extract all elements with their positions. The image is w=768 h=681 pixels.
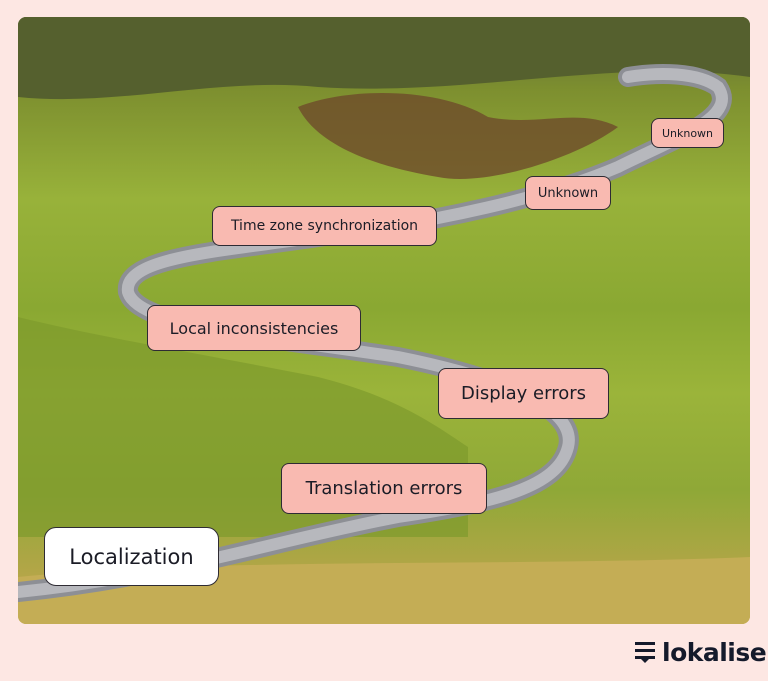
stage-unknown-1: Unknown (525, 176, 611, 210)
stage-time-zone-synchronization: Time zone synchronization (212, 206, 437, 246)
stage-localization: Localization (44, 527, 219, 586)
stage-translation-errors: Translation errors (281, 463, 487, 514)
stage-display-errors: Display errors (438, 368, 609, 419)
stage-unknown-2: Unknown (651, 118, 724, 148)
heather-patch (298, 93, 618, 179)
distant-hills (18, 17, 750, 100)
lokalise-logo-icon (635, 641, 655, 663)
brand-name: lokalise (662, 638, 767, 667)
stage-local-inconsistencies: Local inconsistencies (147, 305, 361, 351)
lokalise-logo: lokalise (634, 638, 767, 667)
